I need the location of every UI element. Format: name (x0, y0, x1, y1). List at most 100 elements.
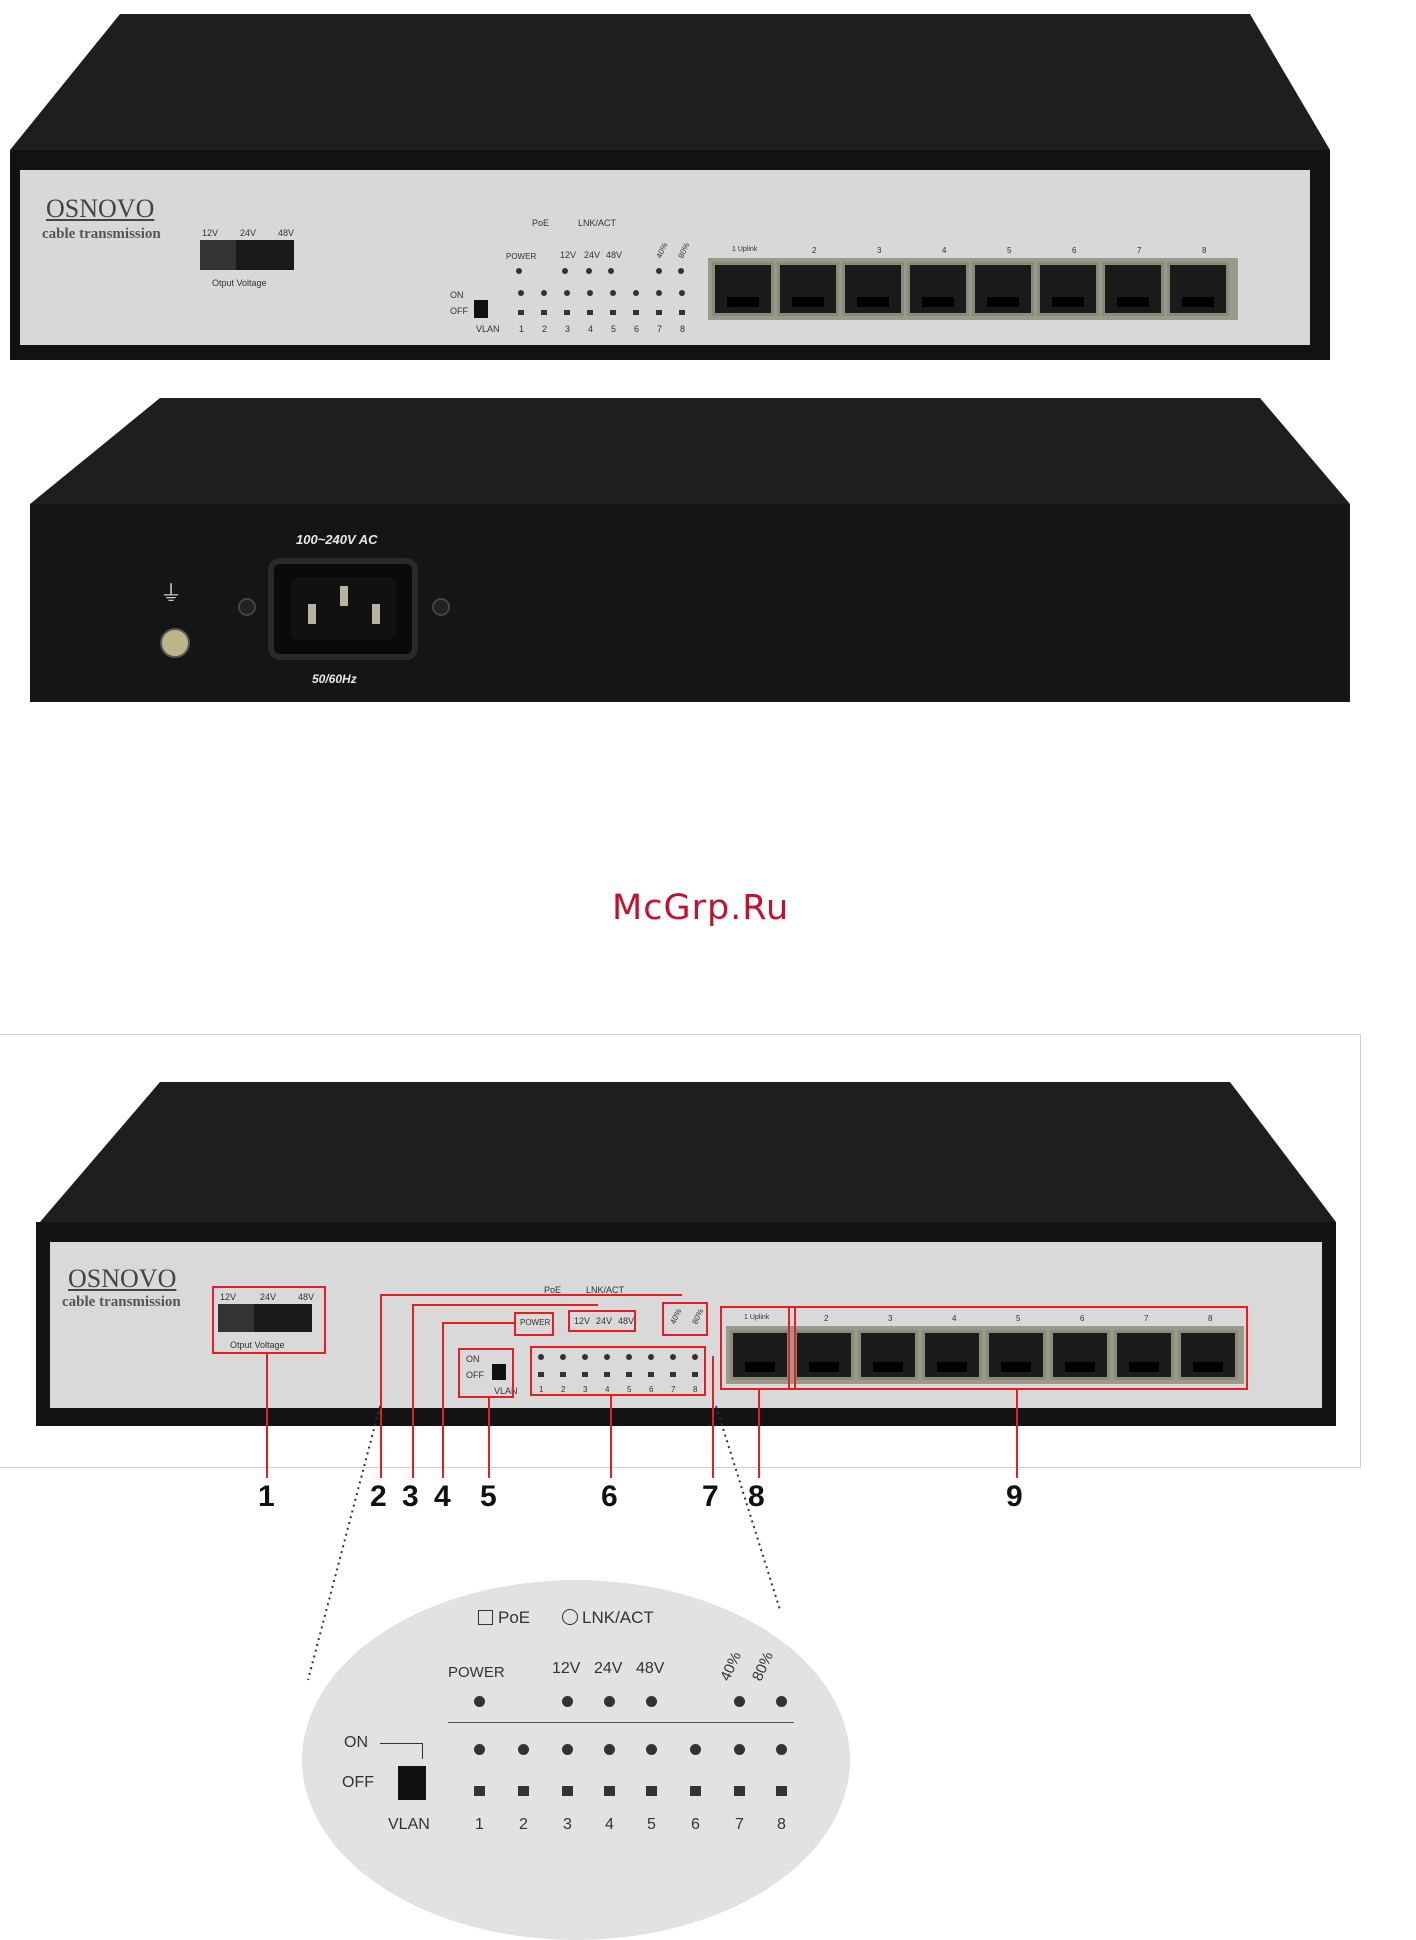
zoom-label-48v: 48V (636, 1660, 665, 1677)
port-label: 2 (812, 246, 817, 255)
rj45-port[interactable] (907, 262, 969, 316)
led-number: 6 (649, 1385, 654, 1394)
lnk-led (604, 1354, 610, 1360)
poe-led (633, 310, 639, 315)
ac-input-label: 100~240V AC (296, 532, 378, 547)
highlight-port-leds (530, 1346, 706, 1396)
led-48v (608, 268, 614, 274)
watermark: McGrp.Ru (612, 888, 790, 928)
power-label: POWER (506, 252, 537, 261)
rj45-port[interactable] (1178, 1330, 1238, 1380)
off-label: OFF (466, 1370, 484, 1380)
rj45-port[interactable] (1050, 1330, 1110, 1380)
callout-4: 4 (434, 1480, 451, 1513)
zoom-lnk-led (518, 1744, 529, 1755)
zoom-on-tick-down (422, 1743, 423, 1759)
vlan-switch[interactable] (474, 300, 488, 318)
zoom-legend-poe: PoE (498, 1608, 531, 1627)
rj45-port[interactable] (858, 1330, 918, 1380)
rj45-port-uplink[interactable] (730, 1330, 790, 1380)
port-label: 1 Uplink (744, 1314, 770, 1321)
port-label: 5 (1007, 246, 1012, 255)
led-number: 1 (519, 324, 525, 334)
lnk-led (587, 290, 593, 296)
zoom-led-number: 5 (647, 1816, 656, 1833)
poe-led (692, 1372, 698, 1377)
rj45-port[interactable] (1037, 262, 1099, 316)
zoom-poe-led (646, 1786, 657, 1796)
iec-power-socket[interactable] (268, 558, 418, 660)
led-number: 3 (583, 1385, 588, 1394)
lnk-led (518, 290, 524, 296)
leader-line-3 (412, 1304, 414, 1478)
zoom-poe-led (776, 1786, 787, 1796)
rj45-port[interactable] (1102, 262, 1164, 316)
ground-icon: ⏚ (160, 582, 183, 607)
poe-led (518, 310, 524, 315)
rj45-port[interactable] (1167, 262, 1229, 316)
brand-subtitle: cable transmission (42, 226, 161, 242)
leader-line-5 (488, 1398, 490, 1478)
zoom-vlan-switch[interactable] (398, 1766, 426, 1800)
mount-screw-left (238, 598, 256, 616)
annotated-diagram-frame (0, 1034, 1361, 1468)
zoom-led-12v (562, 1696, 573, 1707)
port-label: 3 (877, 246, 882, 255)
lnk-led (610, 290, 616, 296)
voltage-option-48v: 48V (278, 228, 295, 238)
voltage-caption: Otput Voltage (212, 278, 267, 288)
legend-poe: PoE (532, 218, 550, 228)
zoom-lnk-led (604, 1744, 615, 1755)
switch-back-housing (30, 398, 1350, 702)
leader-line-8 (758, 1390, 760, 1478)
zoom-poe-led (690, 1786, 701, 1796)
label-48v: 48V (618, 1316, 635, 1326)
rj45-port[interactable] (1114, 1330, 1174, 1380)
rj45-port[interactable] (986, 1330, 1046, 1380)
rj45-port[interactable] (777, 262, 839, 316)
rj45-port[interactable] (842, 262, 904, 316)
lnk-led (582, 1354, 588, 1360)
poe-led (656, 310, 662, 315)
highlight-uplink-port (720, 1306, 796, 1390)
rj45-port[interactable] (922, 1330, 982, 1380)
poe-led (610, 310, 616, 315)
brand-logo: OSNOVO (68, 1264, 177, 1293)
highlight-voltage-leds (568, 1310, 636, 1332)
callout-2: 2 (370, 1480, 387, 1513)
label-12v: 12V (560, 250, 577, 260)
led-24v (586, 268, 592, 274)
poe-led (582, 1372, 588, 1377)
zoom-on-label: ON (344, 1734, 368, 1751)
zoom-lnk-led (646, 1744, 657, 1755)
zoom-led-48v (646, 1696, 657, 1707)
rj45-port-uplink[interactable] (712, 262, 774, 316)
rj45-port[interactable] (972, 262, 1034, 316)
voltage-option-24v: 24V (260, 1292, 277, 1302)
power-label: POWER (520, 1318, 551, 1327)
zoom-label-12v: 12V (552, 1660, 581, 1677)
lnk-led (541, 290, 547, 296)
power-led (516, 268, 522, 274)
zoom-label-80pct: 80% (748, 1649, 778, 1684)
poe-led (648, 1372, 654, 1377)
highlight-voltage-switch (212, 1286, 326, 1354)
voltage-selector-switch[interactable] (200, 240, 294, 270)
poe-led (564, 310, 570, 315)
on-label: ON (450, 290, 464, 300)
led-number: 1 (539, 1385, 544, 1394)
voltage-selector-switch[interactable] (218, 1304, 312, 1332)
lnk-led (560, 1354, 566, 1360)
zoom-led-40pct (734, 1696, 745, 1707)
port-label: 8 (1202, 246, 1207, 255)
vlan-switch[interactable] (492, 1364, 506, 1380)
label-24v: 24V (584, 250, 601, 260)
led-12v (562, 268, 568, 274)
lnk-led (538, 1354, 544, 1360)
zoom-led-number: 3 (563, 1816, 572, 1833)
port-label: 7 (1144, 1314, 1149, 1323)
led-number: 8 (693, 1385, 698, 1394)
label-24v: 24V (596, 1316, 613, 1326)
callout-3: 3 (402, 1480, 419, 1513)
callout-8: 8 (748, 1480, 765, 1513)
